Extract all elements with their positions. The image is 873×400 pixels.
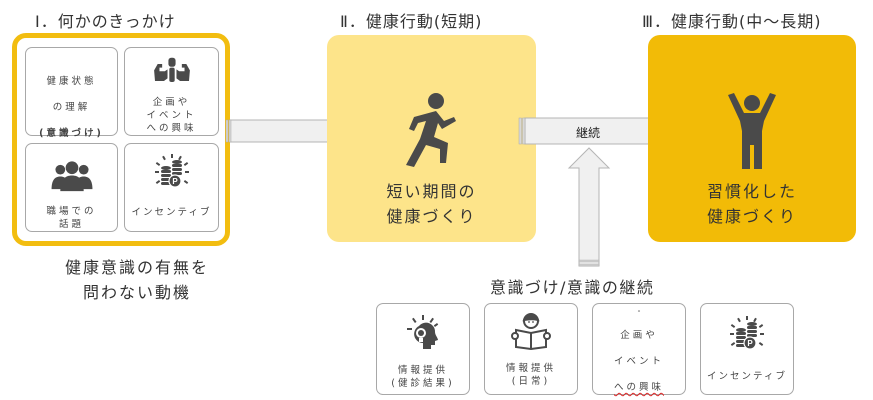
support-card-checkup-info: 情報提供 (健診結果)	[376, 303, 470, 395]
arrow-support-up	[567, 147, 611, 267]
card-label: イベント	[613, 356, 664, 367]
stage1-title: Ⅰ．何かのきっかけ	[35, 12, 176, 31]
stage3-description: 習慣化した 健康づくり	[706, 182, 797, 226]
person-arms-raised-icon	[728, 93, 776, 169]
trigger-card-incentive: インセンティブ	[124, 143, 219, 232]
reading-person-icon	[509, 312, 553, 350]
card-label: 健康状態	[46, 76, 97, 87]
trigger-card-health-awareness: 健康状態 の理解 (意識づけ)	[25, 47, 118, 139]
card-label: 企画や	[620, 330, 658, 341]
support-card-daily-info: 情報提供 (日常)	[484, 303, 578, 395]
flexing-arms-icon	[150, 56, 194, 90]
trigger-card-workplace: 職場での 話題	[25, 143, 118, 232]
card-label-spellcheck: への興味	[613, 382, 664, 393]
stage3-title: Ⅲ．健康行動(中～長期)	[642, 12, 822, 31]
card-label: 企画や イベント への興味	[146, 97, 197, 134]
card-label-bold: (意識づけ)	[39, 128, 104, 139]
support-card-events: 企画や イベント への興味	[592, 303, 686, 395]
running-person-icon	[405, 93, 456, 167]
flexing-arms-icon	[617, 310, 661, 312]
continuation-label: 継続	[576, 126, 601, 140]
coins-points-icon	[150, 154, 194, 192]
support-title: 意識づけ/意識の継続	[490, 278, 655, 297]
stage1-caption: 健康意識の有無を 問わない動機	[64, 258, 209, 302]
card-label: 情報提供 (日常)	[505, 363, 556, 387]
card-label: インセンティブ	[707, 371, 787, 382]
stage2-title: Ⅱ．健康行動(短期)	[340, 12, 483, 31]
stage2-box: 短い期間の 健康づくり	[327, 35, 536, 242]
coins-points-icon	[725, 316, 769, 354]
stage2-description: 短い期間の 健康づくり	[386, 182, 477, 226]
card-label: インセンティブ	[131, 207, 212, 218]
lightbulb-head-icon	[401, 314, 445, 352]
card-label: 情報提供 (健診結果)	[391, 365, 455, 389]
group-people-icon	[50, 158, 94, 195]
stage3-box: 習慣化した 健康づくり	[648, 35, 856, 242]
card-label: の理解	[52, 102, 91, 113]
trigger-card-events: 企画や イベント への興味	[124, 47, 219, 136]
support-card-incentive: インセンティブ	[700, 303, 794, 395]
card-label: 職場での 話題	[46, 206, 97, 230]
